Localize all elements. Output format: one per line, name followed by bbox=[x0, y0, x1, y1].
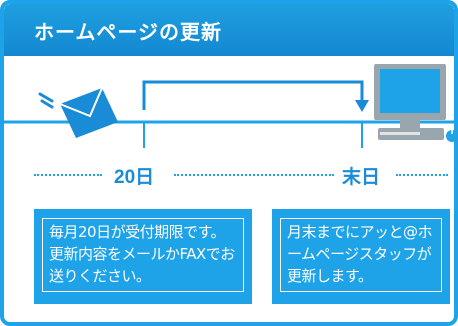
arrow-down-icon bbox=[142, 80, 369, 112]
dotted-line-right bbox=[396, 174, 448, 176]
timeline-diagram bbox=[4, 64, 454, 148]
update-note-box: 月末までにアッと@ホームページスタッフが更新します。 bbox=[272, 209, 450, 304]
deadline-note-text: 毎月20日が受付期限です。更新内容をメールかFAXでお送りください。 bbox=[49, 223, 235, 285]
dotted-line-left bbox=[34, 174, 102, 176]
deadline-note-box: 毎月20日が受付期限です。更新内容をメールかFAXでお送りください。 bbox=[34, 209, 252, 304]
envelope-icon bbox=[38, 87, 118, 138]
computer-icon bbox=[374, 64, 454, 142]
day-label-20th: 20日 bbox=[114, 167, 155, 188]
update-note-text: 月末までにアッと@ホームページスタッフが更新します。 bbox=[287, 223, 433, 285]
panel-title: ホームページの更新 bbox=[34, 20, 222, 44]
day-label-month-end: 末日 bbox=[342, 167, 381, 188]
update-note-frame: 月末までにアッと@ホームページスタッフが更新します。 bbox=[280, 218, 442, 292]
dotted-line-middle bbox=[174, 174, 334, 176]
panel-header: ホームページの更新 bbox=[4, 4, 454, 56]
deadline-note-frame: 毎月20日が受付期限です。更新内容をメールかFAXでお送りください。 bbox=[42, 218, 244, 292]
